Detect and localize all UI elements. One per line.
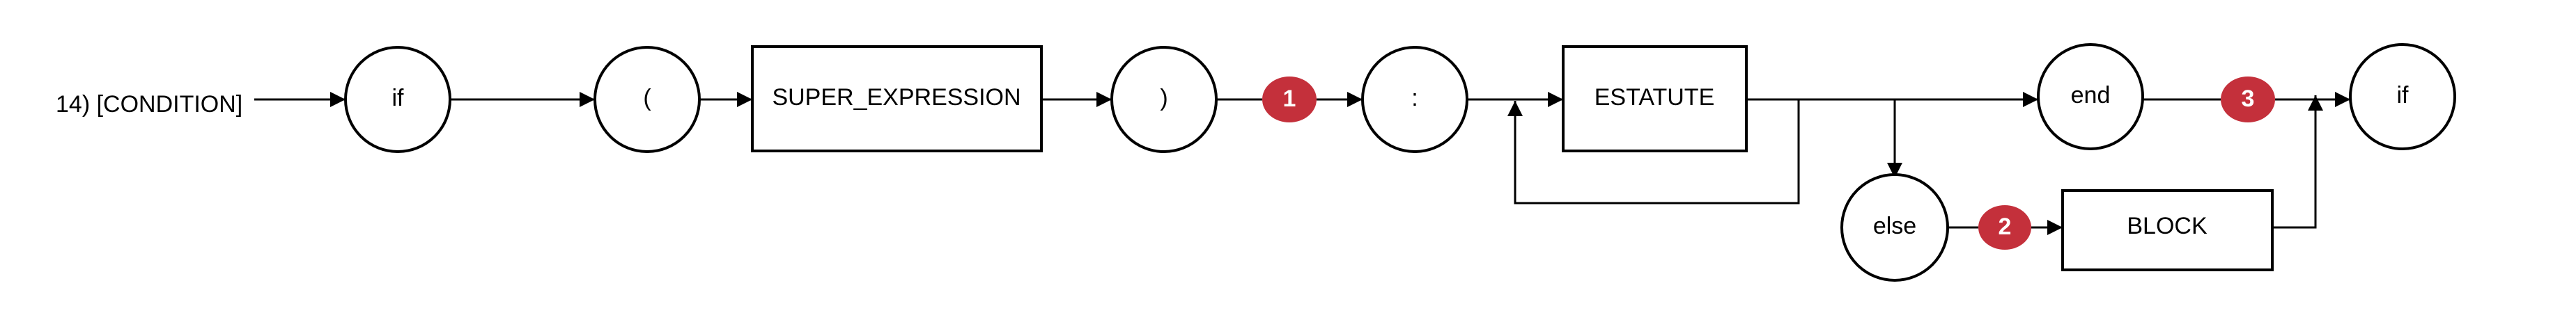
node-estatute-label: ESTATUTE <box>1595 84 1715 111</box>
node-super-expression-label: SUPER_EXPRESSION <box>772 84 1021 111</box>
badge-2: 2 <box>1978 205 2031 250</box>
node-if-end-shape <box>2349 43 2456 150</box>
node-open-paren: ( <box>593 46 701 153</box>
node-else: else <box>1840 173 1949 282</box>
node-colon-label: : <box>1411 85 1418 111</box>
badge-2-shape <box>1978 205 2031 250</box>
node-end: end <box>2037 43 2144 150</box>
node-open-paren-shape <box>593 46 701 153</box>
node-else-label: else <box>1873 213 1916 239</box>
badge-3-shape <box>2221 77 2275 122</box>
nodes: if ( SUPER_EXPRESSION ) : ESTATUTE else <box>344 43 2456 282</box>
node-open-paren-label: ( <box>643 85 651 111</box>
node-else-shape <box>1840 173 1949 282</box>
node-close-paren-shape <box>1110 46 1218 153</box>
node-block-shape <box>2061 189 2274 271</box>
badge-2-label: 2 <box>1999 214 2012 240</box>
edge-estatute-loop-back <box>1507 98 1800 204</box>
node-colon-shape <box>1361 46 1468 153</box>
node-if-start-label: if <box>392 85 405 111</box>
node-if-start-shape <box>344 46 451 153</box>
badges: 1 2 3 <box>1262 77 2275 250</box>
node-if-end-label: if <box>2397 82 2410 109</box>
node-super-expression: SUPER_EXPRESSION <box>751 45 1043 152</box>
badge-3: 3 <box>2221 77 2275 122</box>
badge-1-shape <box>1262 77 1317 122</box>
diagram-title: 14) [CONDITION] <box>56 91 242 118</box>
badge-1-label: 1 <box>1283 86 1296 112</box>
node-estatute: ESTATUTE <box>1562 45 1748 152</box>
node-close-paren: ) <box>1110 46 1218 153</box>
node-close-paren-label: ) <box>1160 85 1167 111</box>
badge-3-label: 3 <box>2242 86 2255 112</box>
node-if-end: if <box>2349 43 2456 150</box>
node-end-shape <box>2037 43 2144 150</box>
node-end-label: end <box>2071 82 2111 109</box>
badge-1: 1 <box>1262 77 1317 122</box>
node-block-label: BLOCK <box>2127 213 2208 239</box>
node-if-start: if <box>344 46 451 153</box>
node-estatute-shape <box>1562 45 1748 152</box>
edge-block-to-if-end <box>2272 95 2323 229</box>
node-colon: : <box>1361 46 1468 153</box>
edges <box>254 92 2350 235</box>
node-super-expression-shape <box>751 45 1043 152</box>
node-block: BLOCK <box>2061 189 2274 271</box>
